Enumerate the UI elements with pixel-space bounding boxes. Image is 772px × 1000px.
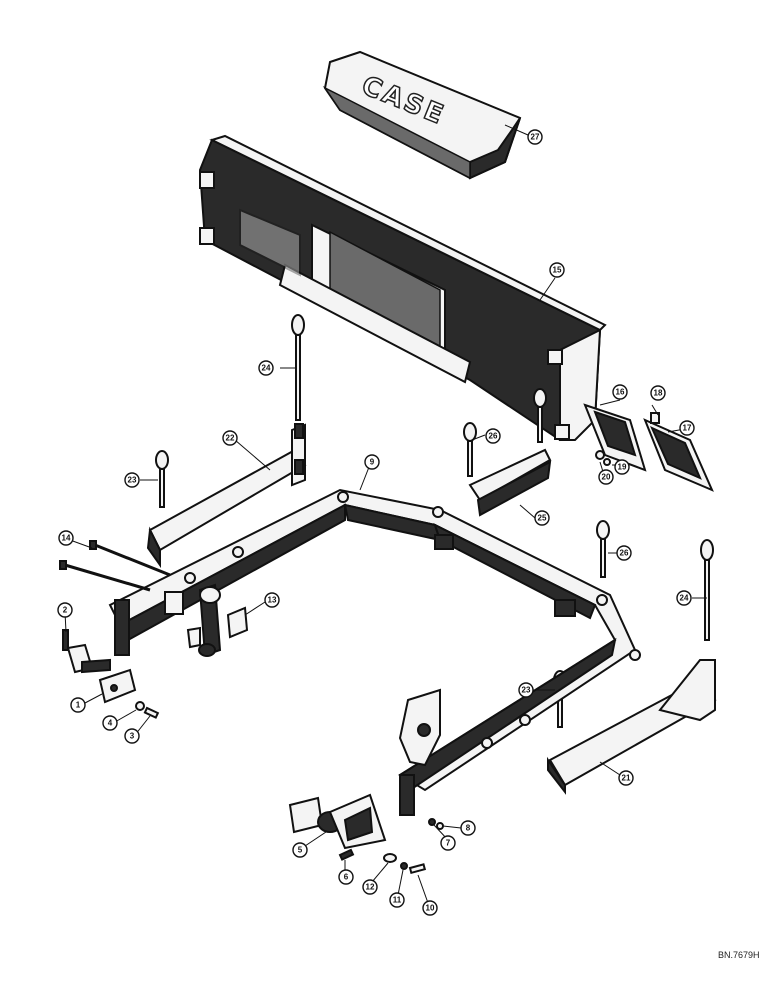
callout-15: 15 [549,262,565,278]
svg-text:23: 23 [522,686,531,695]
callout-13: 13 [264,592,280,608]
callout-11: 11 [389,892,405,908]
svg-text:15: 15 [553,266,562,275]
svg-text:20: 20 [602,473,611,482]
callout-24-right: 24 [676,590,692,606]
svg-text:5: 5 [298,846,303,855]
push-frame [108,488,641,816]
svg-text:11: 11 [393,896,402,905]
strap-13 [186,583,249,657]
blade-brace-right [468,448,552,517]
callout-4: 4 [102,715,118,731]
svg-text:25: 25 [538,514,547,523]
callout-1: 1 [70,697,86,713]
svg-text:6: 6 [344,873,349,882]
nut-19-washer-20 [595,450,611,466]
svg-text:3: 3 [130,732,135,741]
callout-12: 12 [362,879,378,895]
svg-text:4: 4 [108,719,113,728]
svg-text:10: 10 [426,904,435,913]
right-mount-parts [288,793,444,875]
svg-text:9: 9 [370,458,375,467]
cutting-edge-end-bit-right [643,418,714,492]
callout-6: 6 [338,869,354,885]
svg-text:2: 2 [63,606,68,615]
callout-3: 3 [124,728,140,744]
cutting-edge-end-bit-left [583,403,647,472]
callout-25: 25 [534,510,550,526]
callout-16: 16 [612,384,628,400]
pin-23-left [155,450,169,508]
svg-text:8: 8 [466,824,471,833]
svg-text:1: 1 [76,701,81,710]
svg-text:23: 23 [128,476,137,485]
callout-26-upper: 26 [485,428,501,444]
callout-26-lower: 26 [616,545,632,561]
callout-8: 8 [460,820,476,836]
svg-text:14: 14 [62,534,71,543]
callout-17: 17 [679,420,695,436]
callout-23-right: 23 [518,682,534,698]
svg-text:24: 24 [262,364,271,373]
lug-plate [398,688,441,767]
reference-code: BN.7679H [718,950,760,960]
callout-22: 22 [222,430,238,446]
long-bolts-14 [59,540,171,592]
callout-10: 10 [422,900,438,916]
bolt-18 [650,412,660,424]
svg-text:13: 13 [268,596,277,605]
svg-text:26: 26 [620,549,629,558]
pin-26-lower [596,520,610,578]
svg-text:17: 17 [683,424,692,433]
callout-24-left: 24 [258,360,274,376]
dozer-blade [198,134,607,442]
callout-19: 19 [614,459,630,475]
svg-text:12: 12 [366,883,375,892]
callout-9: 9 [364,454,380,470]
svg-text:21: 21 [622,774,631,783]
callout-7: 7 [440,835,456,851]
svg-text:24: 24 [680,594,689,603]
left-mount-parts [62,629,160,719]
side-bracket-right [547,659,717,795]
svg-text:26: 26 [489,432,498,441]
callout-20: 20 [598,469,614,485]
callout-2: 2 [57,602,73,618]
pin-26-upper [463,388,547,477]
svg-text:16: 16 [616,388,625,397]
svg-text:19: 19 [618,463,627,472]
svg-text:27: 27 [531,133,540,142]
blade-brace-left [146,423,307,569]
svg-text:22: 22 [226,434,235,443]
callout-18: 18 [650,385,666,401]
callout-27: 27 [527,129,543,145]
svg-text:18: 18 [654,389,663,398]
case-top-weight: CASE [322,50,522,180]
svg-text:7: 7 [446,839,451,848]
pin-24-right [700,539,714,641]
callout-23-left: 23 [124,472,140,488]
pin-24-left [291,314,305,421]
callout-21: 21 [618,770,634,786]
callout-5: 5 [292,842,308,858]
callout-14: 14 [58,530,74,546]
